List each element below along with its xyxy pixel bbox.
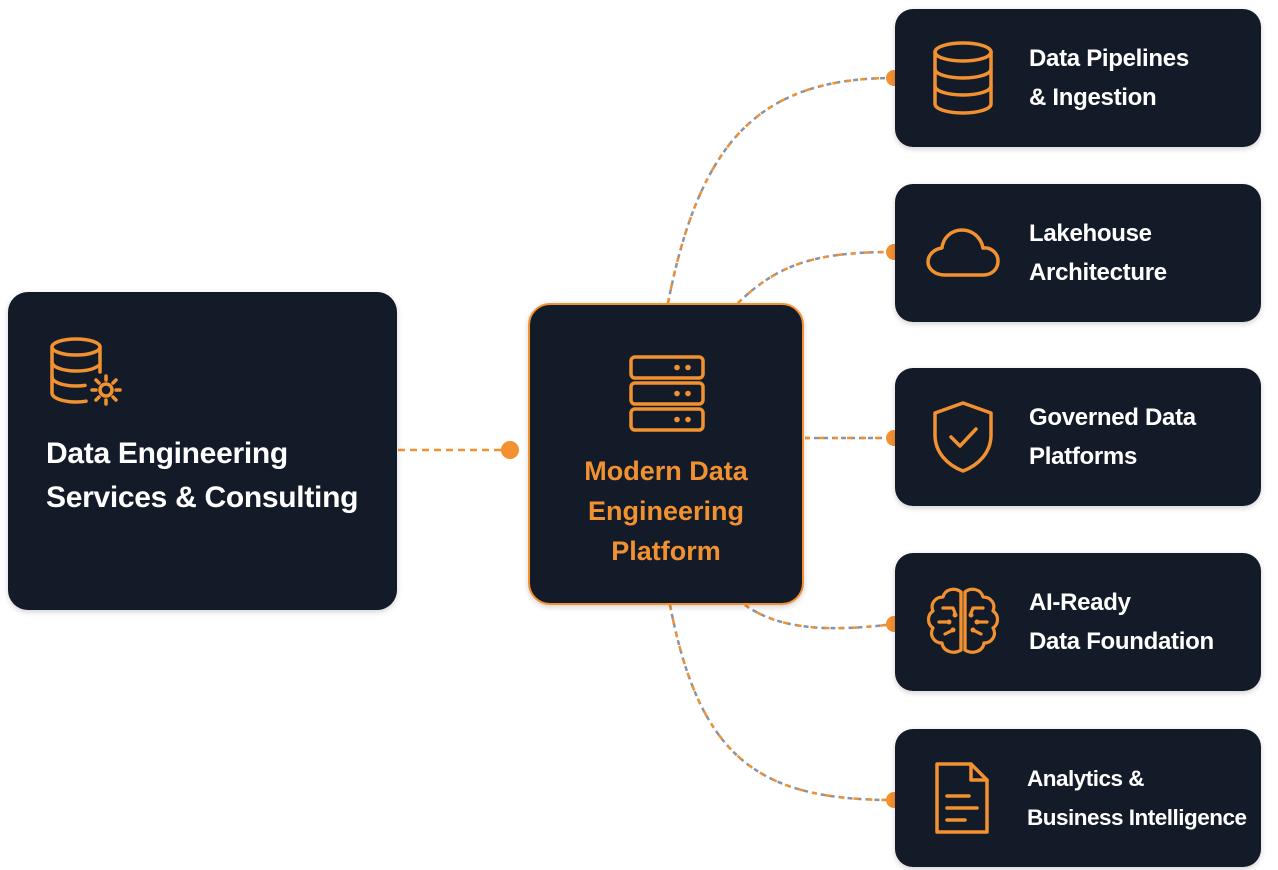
database-gear-icon — [50, 337, 122, 406]
connector-pipelines — [666, 76, 895, 304]
document-icon — [935, 762, 989, 834]
connector-ai-ready — [744, 603, 895, 630]
capability-label: Governed Data Platforms — [1029, 404, 1196, 470]
hub-node-card: Modern Data Engineering Platform — [528, 303, 804, 605]
capability-label: Data Pipelines & Ingestion — [1029, 45, 1189, 111]
server-stack-icon — [629, 355, 705, 432]
connector-lakehouse-accent — [737, 250, 895, 304]
capability-card-lakehouse: Lakehouse Architecture — [895, 184, 1261, 322]
capability-label: AI-Ready Data Foundation — [1029, 589, 1214, 655]
database-icon — [933, 41, 993, 115]
capability-label: Analytics & Business Intelligence — [1027, 766, 1247, 830]
hub-node-title: Modern Data Engineering Platform — [584, 456, 748, 566]
source-node-title: Data Engineering Services & Consulting — [46, 437, 359, 514]
connector-dot-hub-input — [501, 441, 519, 459]
connector-analytics — [668, 604, 895, 802]
capability-card-governed-data: Governed Data Platforms — [895, 368, 1261, 506]
capability-card-ai-ready: AI-Ready Data Foundation — [895, 553, 1261, 691]
connector-ai-ready-accent — [744, 603, 895, 630]
capability-card-analytics: Analytics & Business Intelligence — [895, 729, 1261, 867]
capability-card-data-pipelines: Data Pipelines & Ingestion — [895, 9, 1261, 147]
source-node-card: Data Engineering Services & Consulting — [8, 292, 397, 610]
shield-check-icon — [933, 401, 993, 473]
connector-pipelines-accent — [666, 76, 895, 304]
brain-icon — [926, 587, 1000, 654]
capability-label: Lakehouse Architecture — [1029, 220, 1167, 286]
connector-lakehouse — [737, 250, 895, 304]
cloud-icon — [926, 228, 1000, 277]
connector-analytics-accent — [668, 604, 895, 802]
